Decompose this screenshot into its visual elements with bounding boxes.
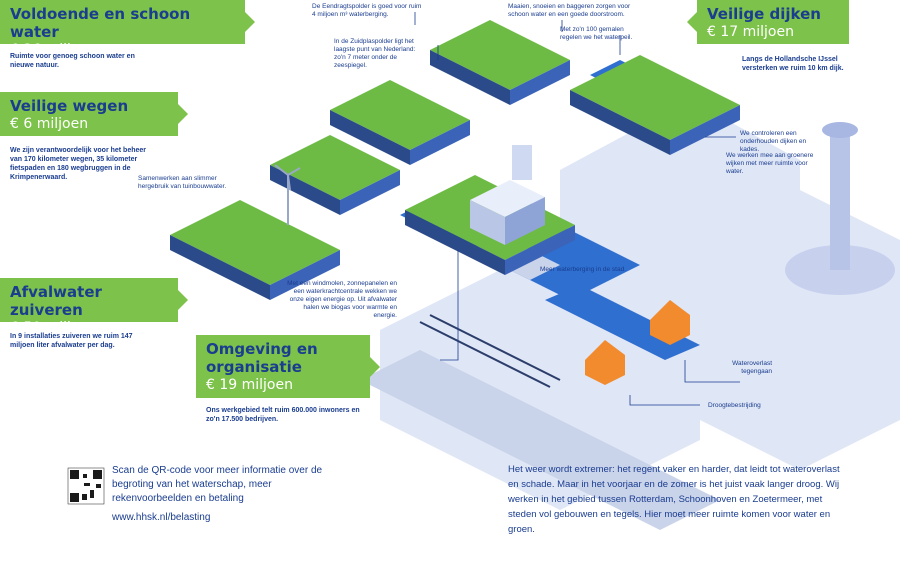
note-gemalen: Met zo'n 100 gemalen regelen we het wate…	[560, 26, 633, 41]
tag-env-title: Omgeving en organisatie	[206, 340, 318, 376]
tag-dikes: Veilige dijken € 17 miljoen	[687, 0, 849, 44]
tag-waste-title: Afvalwater zuiveren	[10, 283, 102, 319]
note-zuidplas: In de Zuidplaspolder ligt het laagste pu…	[334, 38, 416, 69]
note-overlast: Wateroverlast tegengaan	[732, 360, 772, 375]
windmill	[274, 164, 301, 225]
tag-dikes-desc: Langs de Hollandsche IJssel versterken w…	[742, 56, 844, 72]
note-droogte: Droogtebestrijding	[708, 402, 761, 409]
website-link[interactable]: www.hhsk.nl/belasting	[112, 512, 211, 523]
tag-roads-desc: We zijn verantwoordelijk voor het beheer…	[10, 147, 147, 181]
office-building	[470, 145, 545, 245]
green-tiles	[170, 20, 740, 300]
houses	[585, 300, 690, 385]
tag-env-amount: € 19 miljoen	[206, 377, 293, 393]
tag-waste-amount: € 50 miljoen	[10, 320, 97, 336]
note-eendracht: De Eendragtspolder is goed voor ruim 4 m…	[312, 3, 422, 18]
note-maaien: Maaien, snoeien en baggeren zorgen voor …	[508, 3, 631, 18]
tag-roads-title: Veilige wegen	[10, 97, 129, 115]
euromast-tower	[785, 122, 895, 295]
note-windmolen: Met een windmolen, zonnepanelen en een w…	[287, 280, 397, 319]
note-controleren: We controleren een onderhouden dijken en…	[740, 130, 807, 153]
tag-waste-desc: In 9 installaties zuiveren we ruim 147 m…	[10, 333, 133, 349]
tile-dike	[570, 55, 740, 155]
tag-waste: Afvalwater zuiveren € 50 miljoen	[0, 278, 188, 336]
tag-dikes-amount: € 17 miljoen	[707, 24, 794, 40]
qr-text: Scan de QR-code voor meer informatie ove…	[112, 465, 323, 504]
leader-lines	[414, 12, 740, 406]
tag-env: Omgeving en organisatie € 19 miljoen	[196, 335, 380, 398]
tag-water-amount: € 36 miljoen	[10, 42, 97, 58]
tag-water: Voldoende en schoon water € 36 miljoen	[0, 0, 255, 58]
intro-paragraph: Het weer wordt extremer: het regent vake…	[508, 464, 840, 535]
tag-water-title: Voldoende en schoon water	[10, 5, 191, 41]
tag-roads: Veilige wegen € 6 miljoen	[0, 92, 188, 136]
tile-polder-top	[430, 20, 570, 105]
tile-wastewater	[170, 200, 340, 300]
note-groener: We werken mee aan groenere wijken met me…	[726, 152, 814, 175]
note-waterberging: Meer waterberging in de stad.	[540, 266, 626, 273]
railway	[419, 314, 561, 388]
tag-dikes-title: Veilige dijken	[707, 5, 821, 23]
tag-env-desc: Ons werkgebied telt ruim 600.000 inwoner…	[206, 407, 360, 423]
note-samen: Samenwerken aan slimmer hergebruik van t…	[138, 175, 227, 190]
tag-roads-amount: € 6 miljoen	[10, 116, 89, 132]
tag-water-desc: Ruimte voor genoeg schoon water en nieuw…	[10, 53, 135, 69]
tile-polder-mid	[330, 80, 470, 165]
qr-code	[67, 467, 105, 505]
